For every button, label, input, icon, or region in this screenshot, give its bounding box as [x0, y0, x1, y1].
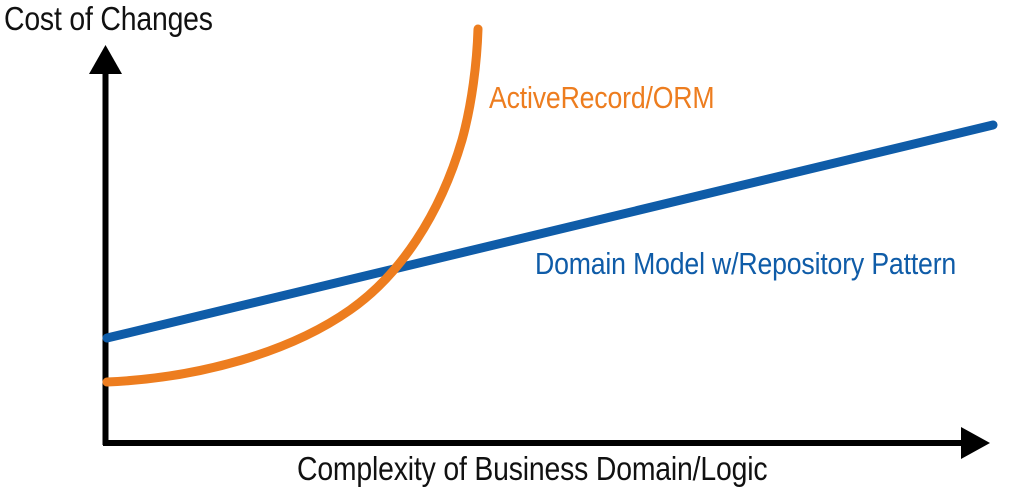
- series-label-activerecord-orm: ActiveRecord/ORM: [489, 80, 715, 115]
- y-axis-label: Cost of Changes: [4, 0, 213, 37]
- series-line-domain-model: [102, 120, 998, 343]
- y-axis-arrowhead: [89, 45, 122, 74]
- series-label-domain-model-repository-pattern: Domain Model w/Repository Pattern: [535, 246, 957, 281]
- series-curve-activerecord: [102, 24, 483, 387]
- x-axis-label: Complexity of Business Domain/Logic: [297, 450, 768, 487]
- x-axis-arrowhead: [961, 427, 990, 459]
